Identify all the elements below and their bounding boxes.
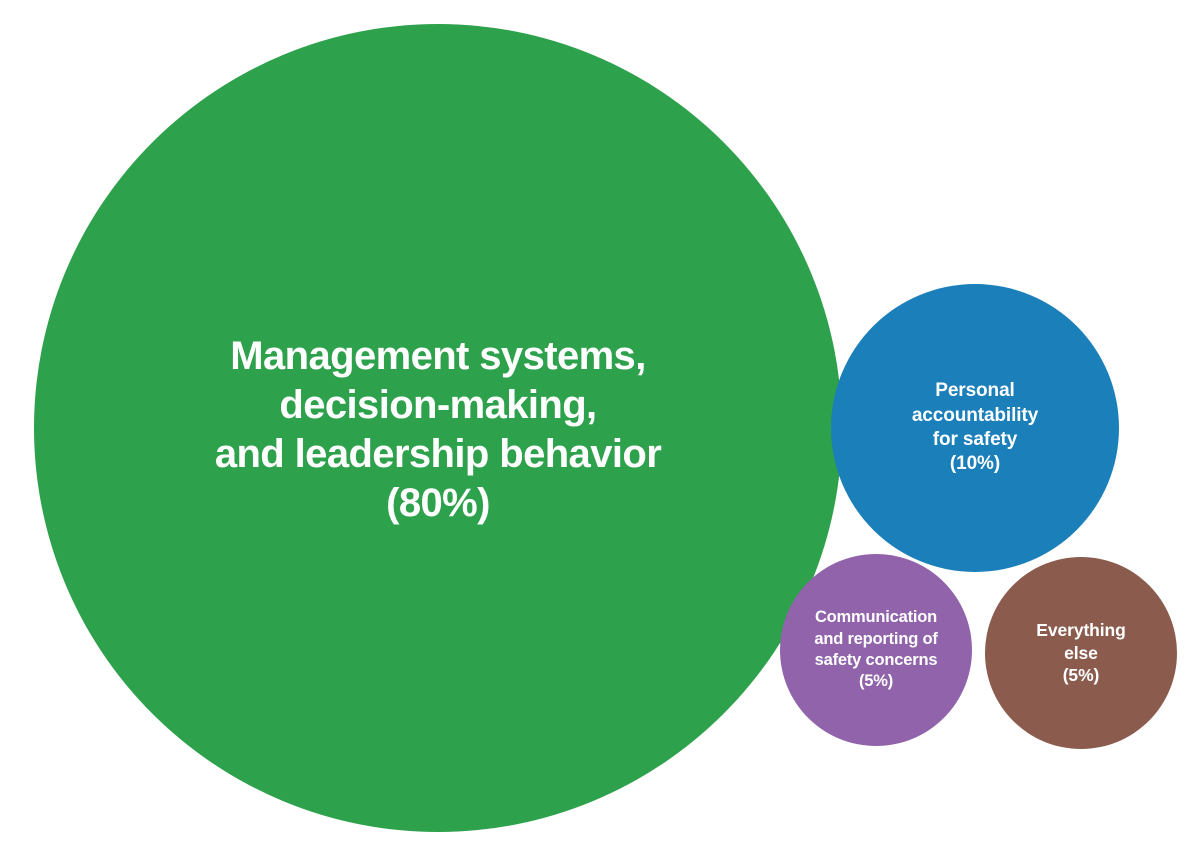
bubble-management-systems[interactable]: Management systems, decision-making, and…	[34, 24, 842, 832]
bubble-communication-reporting-label: Communication and reporting of safety co…	[814, 608, 938, 691]
bubble-personal-accountability-label: Personal accountability for safety (10%)	[911, 380, 1039, 475]
bubble-everything-else-label: Everything else (5%)	[1036, 619, 1126, 686]
bubble-everything-else[interactable]: Everything else (5%)	[985, 557, 1177, 749]
bubble-management-systems-label: Management systems, decision-making, and…	[214, 334, 662, 525]
bubble-personal-accountability[interactable]: Personal accountability for safety (10%)	[831, 284, 1119, 572]
bubble-communication-reporting[interactable]: Communication and reporting of safety co…	[780, 554, 972, 746]
